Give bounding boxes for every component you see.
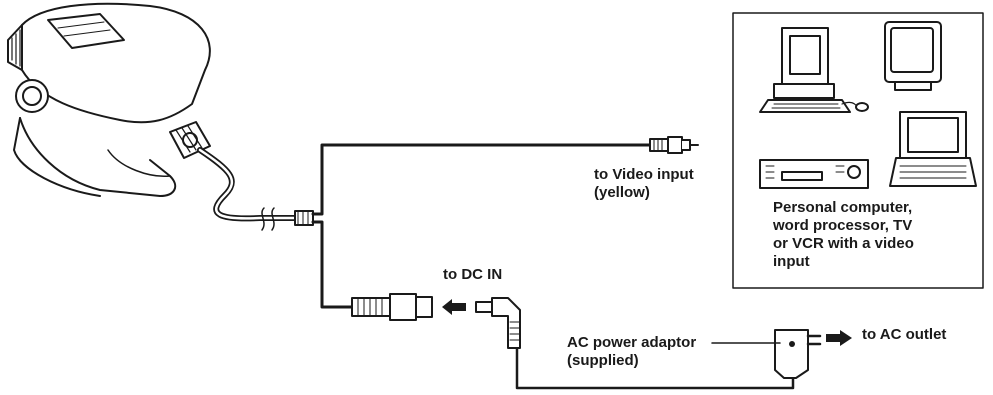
arrow-left-icon xyxy=(442,299,466,315)
video-input-label: to Video input (yellow) xyxy=(594,166,694,201)
ac-outlet-label: to AC outlet xyxy=(862,326,947,343)
devices-label: Personal computer, word processor, TV or… xyxy=(773,199,914,270)
desktop-computer-icon xyxy=(759,27,869,113)
laptop-computer-icon xyxy=(889,111,977,187)
camera-icon xyxy=(7,2,211,197)
tv-monitor-icon xyxy=(884,21,942,91)
video-cable xyxy=(311,143,652,216)
video-plug-icon xyxy=(649,136,699,154)
adaptor-cable xyxy=(515,346,795,390)
arrow-right-icon xyxy=(826,330,852,346)
dc-socket-icon xyxy=(351,293,433,321)
ac-adaptor-label: AC power adaptor (supplied) xyxy=(567,334,697,369)
vcr-icon xyxy=(759,159,869,189)
device-box xyxy=(732,12,984,289)
ac-adaptor-icon xyxy=(774,329,822,379)
cable-from-camera xyxy=(197,147,314,231)
dc-in-label: to DC IN xyxy=(443,266,503,283)
dc-plug-icon xyxy=(475,297,521,349)
dc-cable xyxy=(311,220,354,309)
